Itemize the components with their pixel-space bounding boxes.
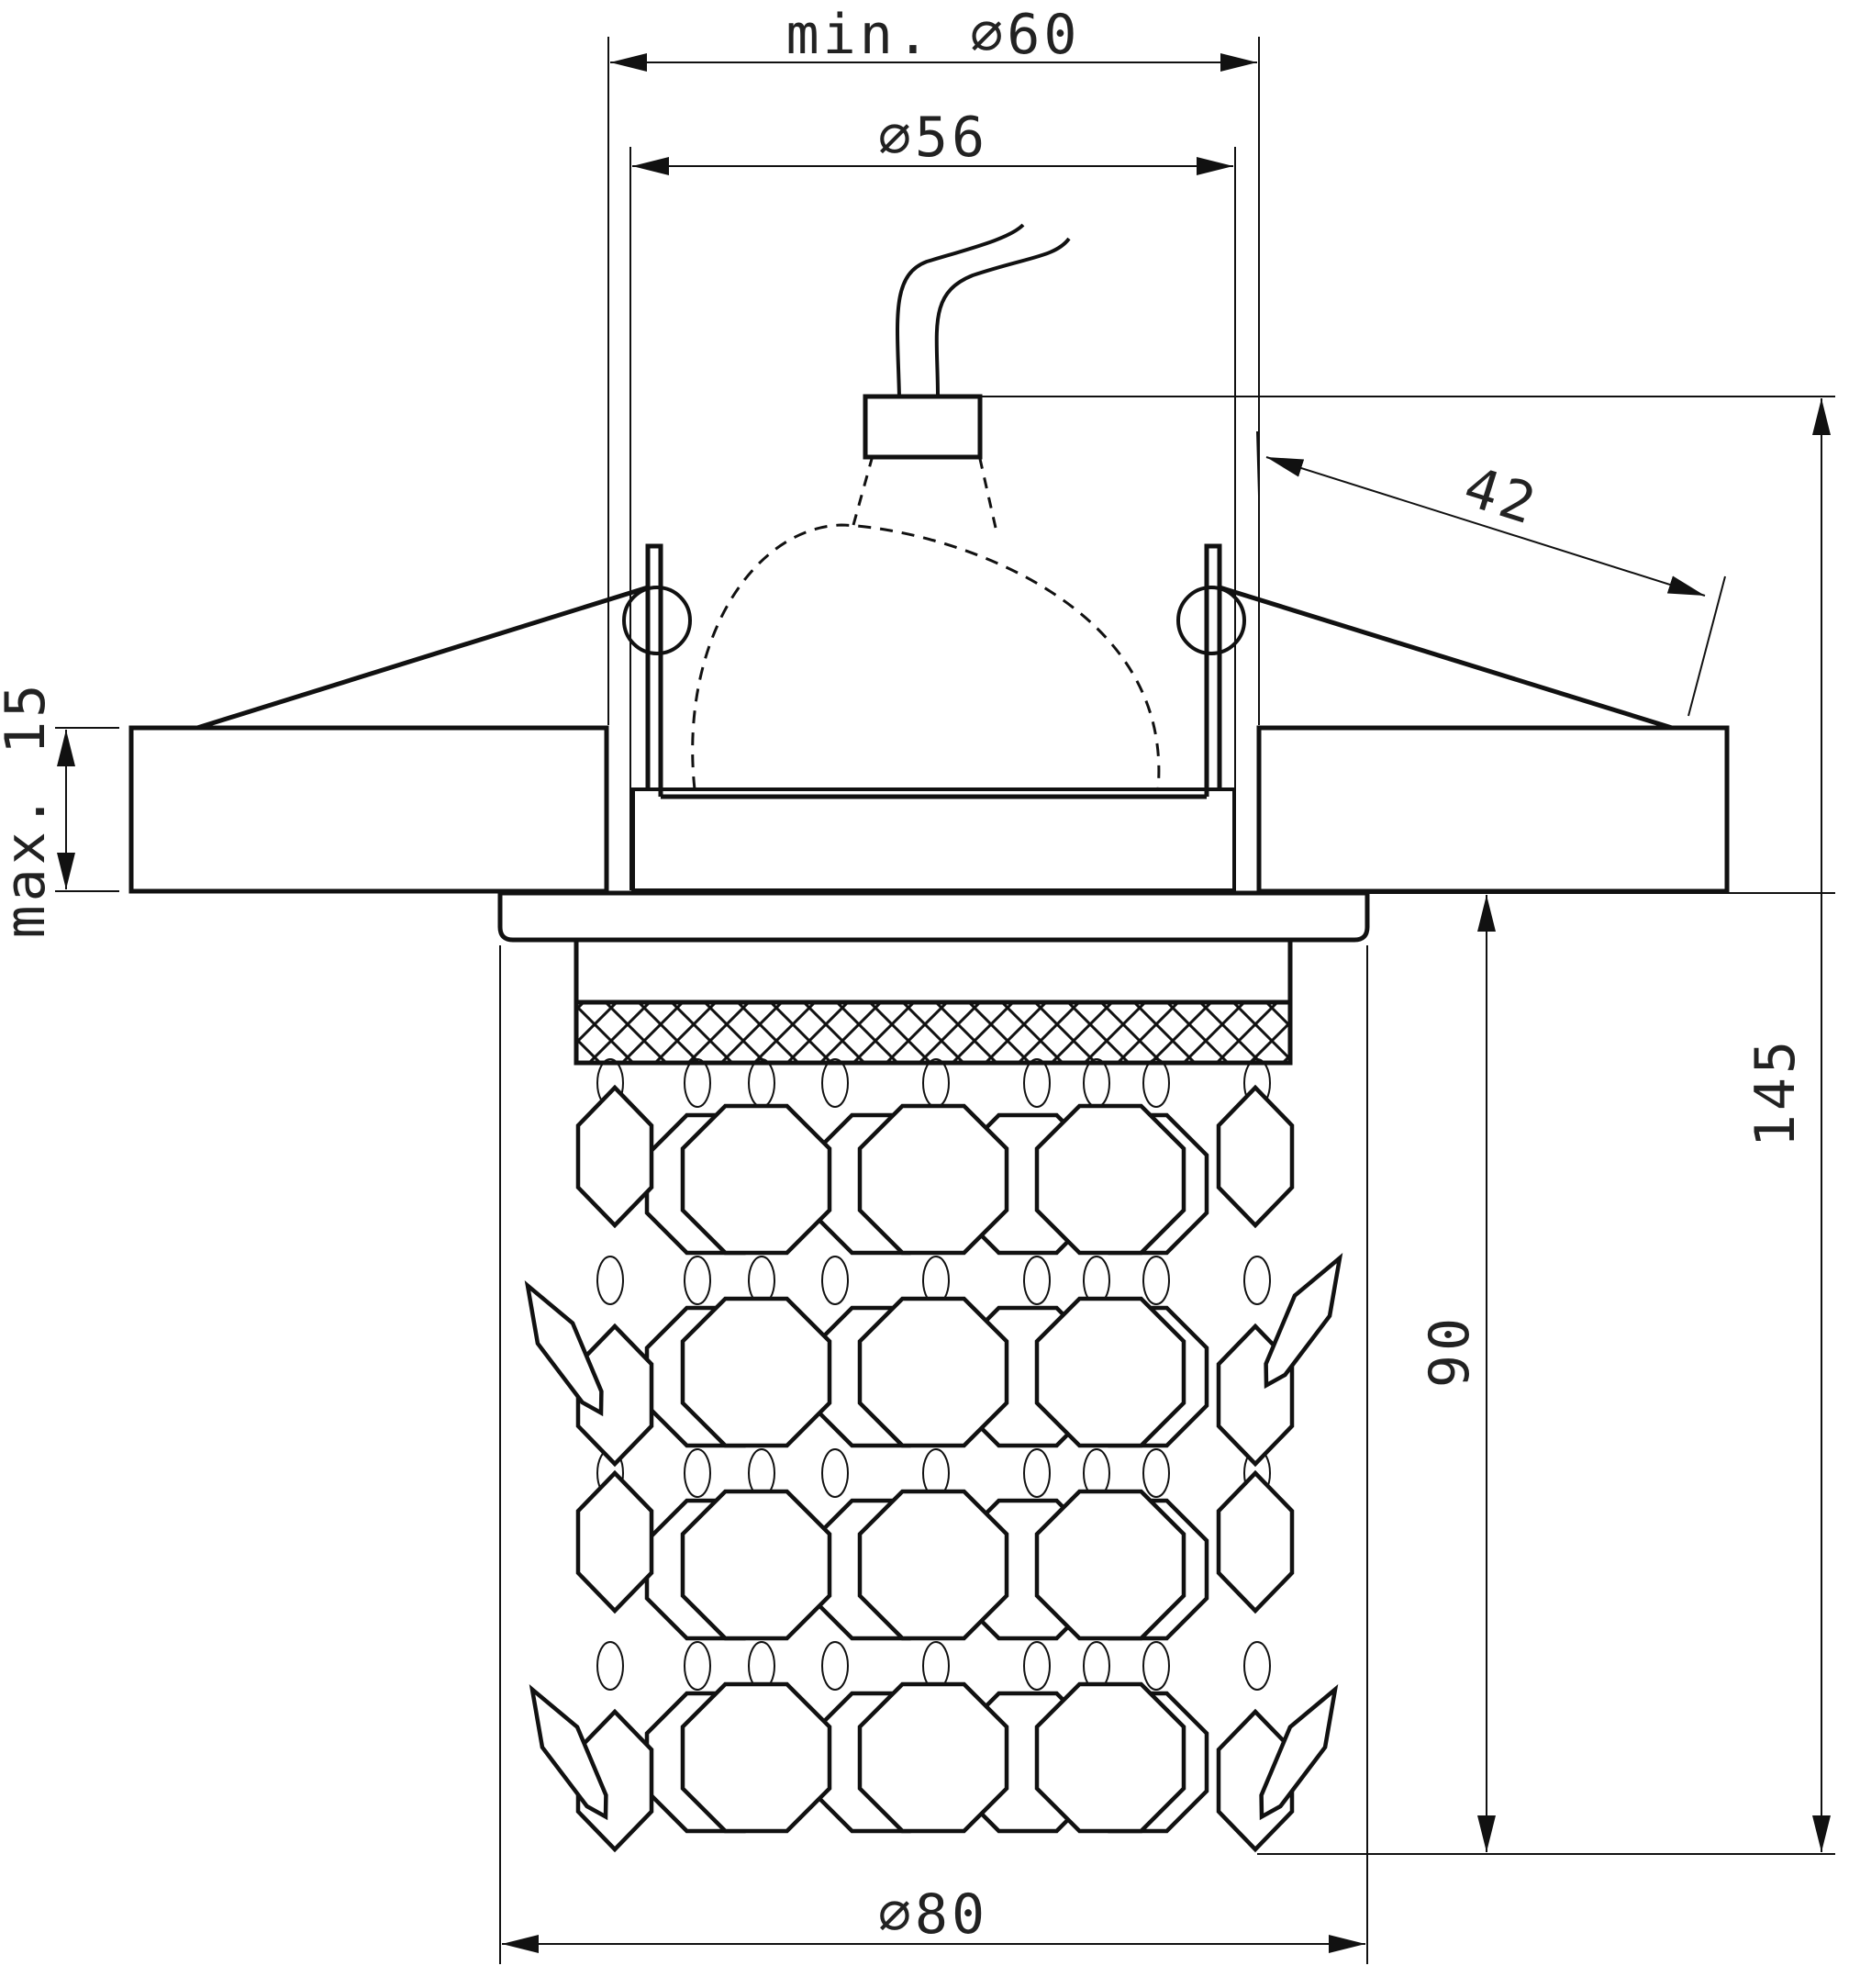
dim-bezel: ⌀80 — [878, 1882, 988, 1947]
link-ring — [748, 1058, 775, 1108]
spring-pivot-right — [1176, 586, 1246, 655]
crystal-strands — [524, 1058, 1343, 1853]
side-crystal-right — [1216, 1469, 1295, 1614]
pendant-drop — [1259, 1684, 1339, 1821]
ceiling-right — [1256, 725, 1730, 894]
link-ring — [821, 1256, 849, 1305]
lamp-housing — [196, 147, 1673, 892]
link-ring — [596, 1256, 624, 1305]
spring-clip-left — [196, 585, 649, 731]
extension-lines — [55, 37, 1835, 1964]
link-ring — [821, 1448, 849, 1498]
link-ring — [1243, 1641, 1271, 1691]
crystal-front — [1034, 1681, 1186, 1834]
crystal-front — [680, 1681, 832, 1834]
ceiling-section — [128, 725, 1730, 894]
crystal-front — [1034, 1296, 1186, 1448]
spring-clip-right — [1219, 585, 1673, 731]
bulb-outline — [691, 523, 1161, 790]
pendant-drop — [1264, 1253, 1343, 1390]
knurled-ring — [574, 1000, 1293, 1066]
link-ring — [1142, 1256, 1170, 1305]
ceiling-left — [128, 725, 609, 894]
bezel — [497, 890, 1370, 1066]
power-cable — [896, 223, 1071, 397]
pendant-drop — [524, 1280, 604, 1417]
crystal-front — [857, 1296, 1009, 1448]
dim-ceiling-thickness: max. 15 — [0, 681, 58, 939]
link-ring — [596, 1641, 624, 1691]
dim-visible-height: 90 — [1418, 1314, 1482, 1388]
link-ring — [821, 1641, 849, 1691]
link-ring — [1023, 1641, 1051, 1691]
link-ring — [684, 1256, 711, 1305]
crystal-front — [857, 1681, 1009, 1834]
link-ring — [922, 1058, 950, 1108]
link-ring — [821, 1058, 849, 1108]
crystal-front — [680, 1296, 832, 1448]
crystal-front — [857, 1103, 1009, 1256]
spring-pivot-left — [622, 586, 692, 655]
side-crystal-right — [1216, 1084, 1295, 1229]
crystal-front — [857, 1489, 1009, 1641]
dimension-lines — [57, 53, 1831, 1953]
crystal-front — [680, 1103, 832, 1256]
lamp-socket — [863, 394, 983, 460]
dim-depth-behind: 42 — [1456, 454, 1546, 538]
crystal-front — [1034, 1489, 1186, 1641]
dim-min-cutout: min. ⌀60 — [786, 3, 1081, 67]
side-crystal-left — [575, 1469, 654, 1614]
link-ring — [1142, 1641, 1170, 1691]
link-ring — [1142, 1448, 1170, 1498]
link-ring — [684, 1641, 711, 1691]
link-ring — [1142, 1058, 1170, 1108]
link-ring — [1023, 1058, 1051, 1108]
crystal-front — [680, 1489, 832, 1641]
link-ring — [684, 1448, 711, 1498]
side-crystal-left — [575, 1084, 654, 1229]
link-ring — [1083, 1058, 1110, 1108]
link-ring — [684, 1058, 711, 1108]
pendant-drop — [529, 1684, 608, 1821]
dim-cutout: ⌀56 — [878, 106, 988, 170]
link-ring — [1023, 1256, 1051, 1305]
crystal-front — [1034, 1103, 1186, 1256]
dim-total-height: 145 — [1743, 1037, 1808, 1147]
link-ring — [1023, 1448, 1051, 1498]
link-ring — [1243, 1256, 1271, 1305]
